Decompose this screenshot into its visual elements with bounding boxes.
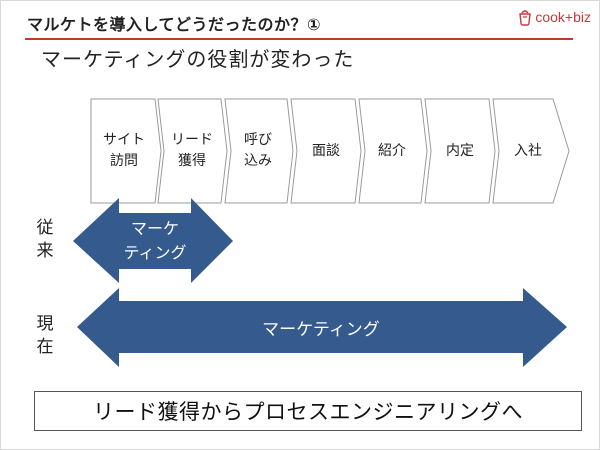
stage-chevron-2	[157, 98, 228, 204]
title-rule	[25, 38, 573, 40]
stage-label-invitation: 呼び 込み	[244, 132, 272, 169]
stage-chevron-4	[290, 98, 362, 204]
arrow-now	[77, 288, 567, 367]
row-label-now: 現 在	[36, 314, 54, 357]
conclusion-box: リード獲得からプロセスエンジニアリングへ	[34, 391, 582, 431]
stage-chevron-5	[358, 98, 428, 204]
logo-text: cook+biz	[535, 9, 591, 25]
stage-chevron-6	[424, 98, 496, 204]
stage-chevron-3	[224, 98, 294, 204]
arrow-before-text: マーケ ティング	[123, 219, 187, 262]
stage-label-lead-acquisition: リード 獲得	[171, 132, 213, 169]
brand-logo: cook+biz	[517, 7, 591, 27]
stage-label-joining: 入社	[514, 142, 542, 159]
stage-chevron-1	[90, 98, 162, 204]
pot-icon	[519, 10, 532, 26]
arrow-now-text: マーケティング	[262, 319, 380, 340]
stage-chevron-7	[492, 98, 570, 204]
row-label-before: 従 来	[36, 218, 54, 261]
slide-title: マルケトを導入してどうだったのか？①	[27, 15, 322, 34]
stage-label-interview: 面談	[312, 142, 340, 159]
slide-subtitle: マーケティングの役割が変わった	[41, 47, 355, 71]
stage-label-offer: 内定	[446, 142, 474, 159]
stage-label-site-visit: サイト 訪問	[103, 132, 145, 169]
arrow-before	[73, 198, 233, 283]
stage-label-referral: 紹介	[378, 142, 406, 159]
